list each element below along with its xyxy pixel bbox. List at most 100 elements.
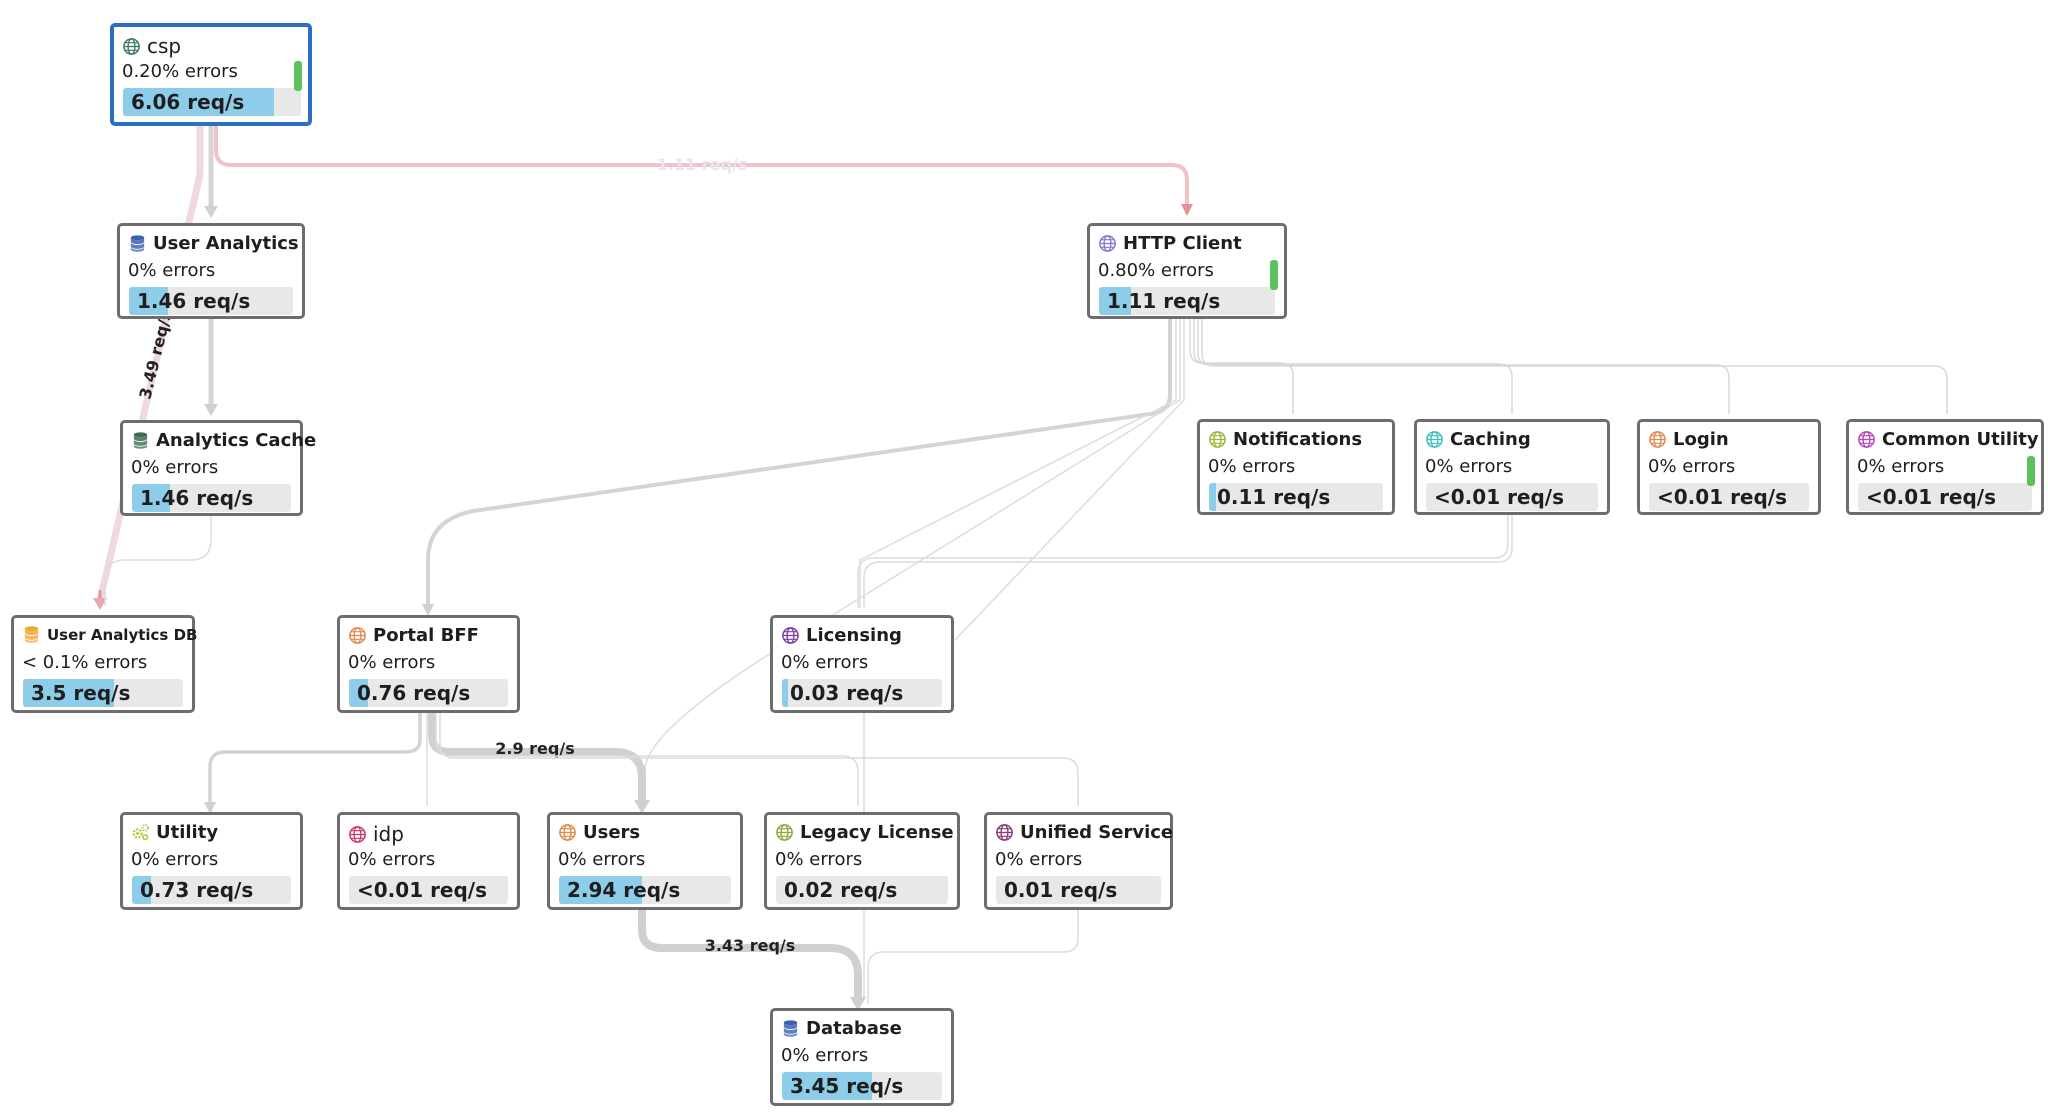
request-rate-bar: <0.01 req/s [1858, 483, 2032, 511]
service-node-http-client[interactable]: HTTP Client 0.80% errors 1.11 req/s [1087, 223, 1287, 319]
request-rate-fill [129, 287, 169, 315]
globe-icon [348, 626, 367, 645]
node-request-rate: 1.46 req/s [140, 486, 254, 510]
node-request-rate: 3.5 req/s [31, 681, 131, 705]
edge-http-client-users[interactable] [644, 318, 1181, 806]
request-rate-fill [1099, 287, 1131, 315]
edge-http-client-portal[interactable] [426, 318, 1172, 606]
node-header: idp [348, 822, 404, 846]
node-title: HTTP Client [1123, 233, 1242, 254]
request-rate-fill [23, 679, 115, 707]
request-rate-fill [349, 679, 369, 707]
globe-icon [122, 37, 141, 56]
node-request-rate: 0.11 req/s [1217, 485, 1331, 509]
node-title: Utility [156, 822, 219, 843]
request-rate-bar: 0.11 req/s [1209, 483, 1383, 511]
service-node-unified-service[interactable]: Unified Service 0% errors 0.01 req/s [984, 812, 1173, 910]
node-request-rate: 0.03 req/s [790, 681, 904, 705]
request-rate-bar: <0.01 req/s [1426, 483, 1598, 511]
node-header: Database [781, 1018, 902, 1039]
node-header: Caching [1425, 429, 1531, 450]
edge-csp-http-client[interactable] [214, 126, 1189, 205]
request-rate-fill [559, 876, 642, 904]
request-rate-bar: <0.01 req/s [1649, 483, 1809, 511]
node-request-rate: <0.01 req/s [1866, 485, 1997, 509]
node-header: Licensing [781, 625, 902, 646]
request-rate-bar: 0.01 req/s [996, 876, 1161, 904]
edge-http-client-caching[interactable] [1193, 318, 1513, 414]
request-rate-bar: 1.46 req/s [129, 287, 293, 315]
request-rate-bar: 1.46 req/s [132, 484, 291, 512]
request-rate-fill [1209, 483, 1216, 511]
node-title: Common Utility [1882, 429, 2039, 450]
edge-caching-licensing-2[interactable] [857, 514, 1509, 608]
request-rate-bar: 1.11 req/s [1099, 287, 1275, 315]
node-error-rate: 0% errors [995, 849, 1083, 870]
arrowhead [93, 598, 107, 610]
edge-cache-user-analytics-db[interactable] [104, 514, 212, 606]
edge-portal-users[interactable] [428, 712, 646, 804]
node-error-rate: 0% errors [1648, 456, 1736, 477]
request-rate-bar: 3.45 req/s [782, 1072, 942, 1100]
arrowhead [634, 800, 650, 814]
node-title: User Analytics DB [47, 625, 198, 644]
edge-portal-legacy[interactable] [435, 712, 859, 806]
node-request-rate: 1.11 req/s [1107, 289, 1221, 313]
globe-icon [348, 825, 367, 844]
arrowhead [1181, 204, 1193, 216]
node-header: Login [1648, 429, 1729, 450]
edge-label-users-database: 3.43 req/s [705, 936, 796, 955]
request-rate-fill [782, 679, 789, 707]
edge-label-user-analytics-db: 3.49 req/s [135, 308, 175, 401]
node-header: Utility [131, 822, 218, 843]
database-icon [131, 431, 150, 450]
edge-users-database[interactable] [638, 910, 862, 1000]
node-title: Notifications [1233, 429, 1363, 450]
edge-http-client-legacy[interactable] [954, 318, 1185, 641]
node-request-rate: 6.06 req/s [131, 90, 245, 114]
node-title: idp [373, 822, 404, 846]
edge-http-client-common-utility[interactable] [1201, 318, 1948, 414]
node-request-rate: 0.76 req/s [357, 681, 471, 705]
arrowhead [850, 997, 866, 1011]
edge-http-client-licensing[interactable] [859, 318, 1177, 608]
node-error-rate: 0.80% errors [1098, 260, 1214, 281]
globe-icon [1425, 430, 1444, 449]
edge-portal-unified[interactable] [439, 712, 1079, 806]
globe-icon [1648, 430, 1667, 449]
request-rate-bar: 6.06 req/s [123, 88, 301, 116]
arrowhead [204, 802, 216, 814]
node-header: Legacy License [775, 822, 954, 843]
edge-unified-database[interactable] [867, 910, 1079, 1004]
node-header: Analytics Cache [131, 430, 316, 451]
edge-caching-licensing[interactable] [863, 514, 1513, 608]
edge-http-client-login[interactable] [1197, 318, 1730, 414]
node-header: Unified Service [995, 822, 1173, 843]
edge-label-csp-http-client: 1.11 req/s [657, 155, 748, 174]
node-request-rate: 1.46 req/s [137, 289, 251, 313]
node-header: HTTP Client [1098, 233, 1242, 254]
node-request-rate: <0.01 req/s [1657, 485, 1788, 509]
edge-http-client-notifications[interactable] [1189, 318, 1294, 414]
node-error-rate: 0% errors [348, 652, 436, 673]
edge-portal-utility[interactable] [208, 712, 422, 806]
service-node-login[interactable]: Login 0% errors <0.01 req/s [1637, 419, 1821, 515]
health-indicator [1270, 260, 1278, 290]
globe-icon [995, 823, 1014, 842]
node-title: Unified Service [1020, 822, 1174, 843]
